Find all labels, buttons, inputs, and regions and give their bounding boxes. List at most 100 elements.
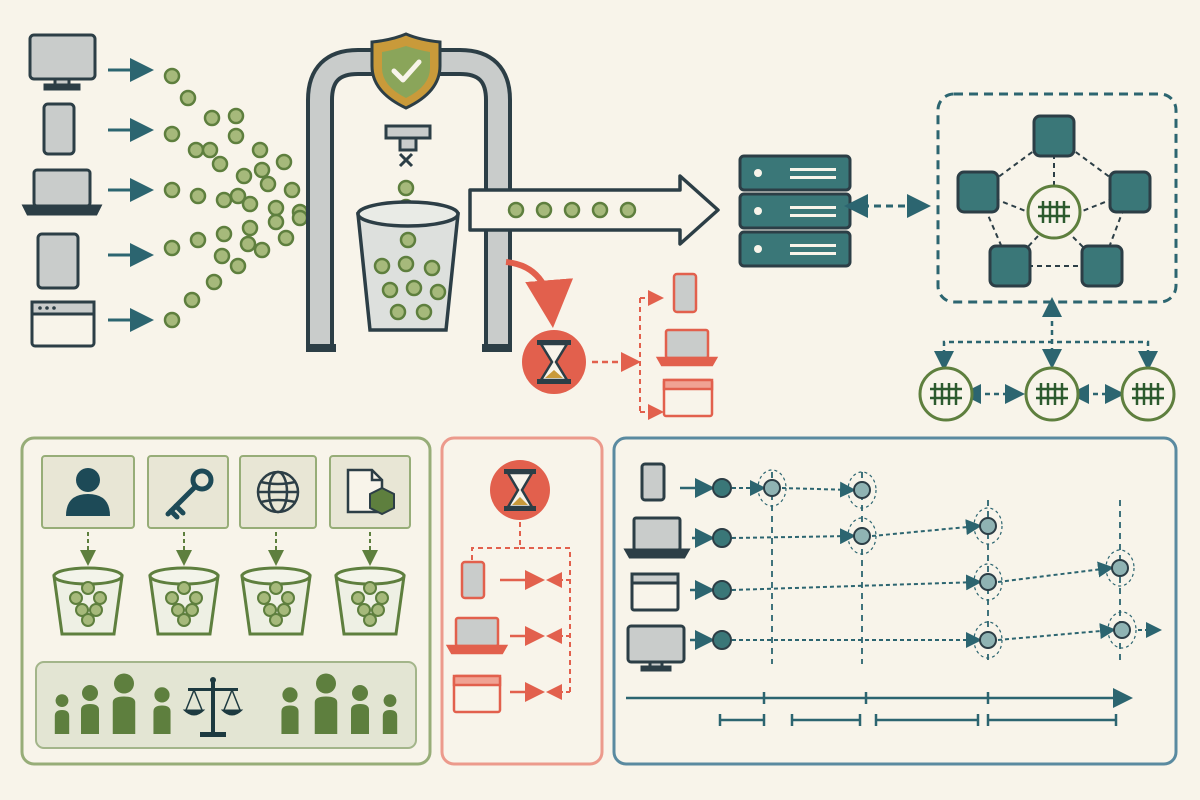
globe-icon xyxy=(256,470,300,514)
request-event xyxy=(853,527,871,545)
per-key-buckets-panel xyxy=(20,436,432,766)
token-dot xyxy=(203,109,221,127)
token-dot xyxy=(277,229,295,247)
cluster-node xyxy=(988,244,1032,288)
browser-window-icon xyxy=(30,300,96,348)
accepted-requests-arrow xyxy=(468,174,720,246)
request-timeline-row xyxy=(712,469,877,509)
token-dot xyxy=(187,141,205,159)
nozzle-icon xyxy=(384,124,432,152)
token-dot xyxy=(163,125,181,143)
person-icon xyxy=(382,694,398,734)
time-axis xyxy=(626,688,1133,726)
hourglass-icon xyxy=(490,460,550,520)
request-timeline-row xyxy=(712,611,1162,659)
rate-limit-gate xyxy=(306,32,512,352)
token-dot xyxy=(251,141,269,159)
token-dot xyxy=(163,67,181,85)
request-event xyxy=(1113,621,1131,639)
token-dot xyxy=(163,239,181,257)
request-event xyxy=(979,573,997,591)
tally-counter-icon xyxy=(1024,366,1080,422)
shield-check-icon xyxy=(370,32,442,110)
request-event xyxy=(979,631,997,649)
request-event xyxy=(979,517,997,535)
token-dot xyxy=(283,181,301,199)
token-dot xyxy=(229,187,247,205)
token-dot xyxy=(267,199,285,217)
tablet-icon xyxy=(36,232,80,290)
token-dot xyxy=(241,219,259,237)
token-dot xyxy=(163,311,181,329)
person-icon xyxy=(281,687,299,734)
laptop-icon xyxy=(21,168,103,216)
device-arrows xyxy=(108,58,154,332)
browser-window-icon xyxy=(630,572,680,612)
token-dot xyxy=(227,107,245,125)
request-event xyxy=(712,478,732,498)
request-event xyxy=(712,630,732,650)
token-dot xyxy=(215,225,233,243)
token-dot xyxy=(241,195,259,213)
token-dot xyxy=(211,155,229,173)
request-event xyxy=(712,528,732,548)
token-dot xyxy=(213,247,231,265)
person-icon xyxy=(112,673,136,734)
token-dot xyxy=(291,209,309,227)
token-dot xyxy=(179,89,197,107)
request-event xyxy=(1111,559,1129,577)
hourglass-icon xyxy=(522,330,586,394)
throttled-path xyxy=(505,259,719,420)
file-cube-icon xyxy=(346,468,395,516)
retry-after-panel xyxy=(440,436,604,766)
request-timeline-row xyxy=(712,507,1003,555)
token-bucket-icon xyxy=(148,566,220,636)
tally-counter-icon xyxy=(1026,184,1082,240)
counter-replicas xyxy=(918,297,1176,422)
phone-icon xyxy=(460,560,486,600)
browser-window-icon xyxy=(452,674,502,714)
tally-counter-icon xyxy=(918,366,974,422)
cluster-node xyxy=(956,170,1000,214)
client-devices xyxy=(21,33,103,348)
token-dot xyxy=(205,273,223,291)
request-token-dots xyxy=(163,67,309,329)
token-dot xyxy=(267,213,285,231)
token-bucket-icon xyxy=(52,566,124,636)
sliding-window-panel xyxy=(612,436,1178,766)
person-icon xyxy=(153,687,171,734)
person-icon xyxy=(351,685,369,734)
valve-icon xyxy=(398,152,414,168)
token-dot xyxy=(275,153,293,171)
laptop-icon xyxy=(623,516,691,559)
cluster-node xyxy=(1108,170,1152,214)
token-dot xyxy=(229,257,247,275)
token-bucket-icon xyxy=(240,566,312,636)
request-event xyxy=(712,580,732,600)
cluster-node xyxy=(1080,244,1124,288)
phone-icon xyxy=(672,272,698,314)
cluster-node xyxy=(1032,114,1076,158)
token-dot xyxy=(259,175,277,193)
token-bucket-icon xyxy=(356,200,460,332)
token-dot xyxy=(227,127,245,145)
browser-window-icon xyxy=(662,378,714,418)
person-icon xyxy=(314,673,338,734)
person-icon xyxy=(54,694,70,734)
phone-icon xyxy=(42,102,76,156)
token-dot xyxy=(201,141,219,159)
desktop-icon xyxy=(28,33,97,91)
tally-counter-icon xyxy=(1120,366,1176,422)
token-dot xyxy=(163,181,181,199)
token-dot xyxy=(189,187,207,205)
token-dot xyxy=(239,235,257,253)
token-dot xyxy=(235,167,253,185)
laptop-icon xyxy=(445,616,509,655)
token-dot xyxy=(253,241,271,259)
request-timeline-row xyxy=(712,549,1135,601)
token-dot xyxy=(215,191,233,209)
balance-scale-icon xyxy=(182,677,244,737)
distributed-counter-cluster xyxy=(936,92,1178,304)
token-bucket-icon xyxy=(334,566,406,636)
